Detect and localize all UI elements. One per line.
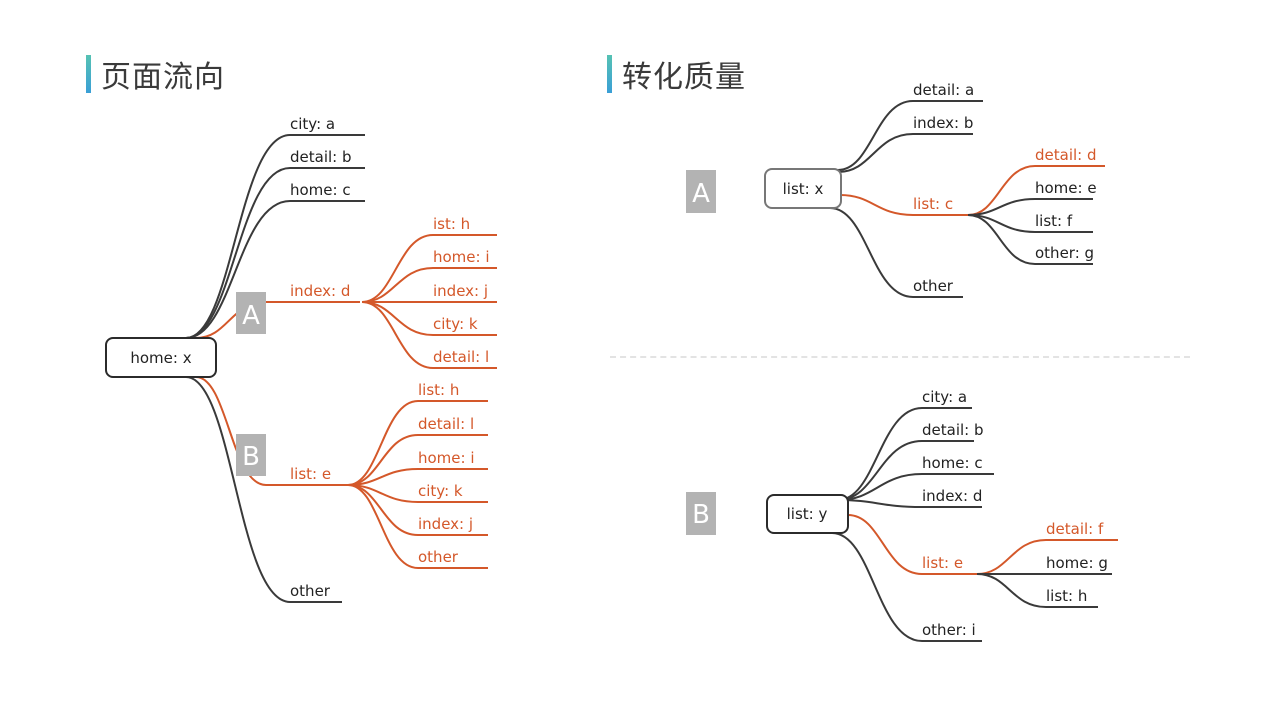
connector-line (195, 376, 348, 486)
group-badge-b-label: B (692, 500, 710, 530)
group-badge-a-label: A (242, 301, 260, 331)
connector-line (967, 165, 1105, 216)
root-node-label: home: x (130, 349, 191, 367)
connector-line (976, 539, 1118, 575)
group-badge-a-label: A (692, 179, 710, 209)
leaf-label: other (418, 548, 459, 566)
connector-line (185, 134, 365, 339)
branch-label: index: d (922, 487, 982, 505)
branch-label: detail: b (290, 148, 352, 166)
leaf-label: home: g (1046, 554, 1108, 572)
root-node-box (105, 337, 217, 378)
connector-line (185, 167, 365, 339)
title-accent-bar (86, 55, 91, 93)
connector-line (361, 234, 497, 303)
title-text: 页面流向 (101, 60, 225, 95)
leaf-label: list: h (1046, 587, 1087, 605)
connector-line (347, 400, 488, 486)
leaf-label: detail: l (433, 348, 489, 366)
connector-line (837, 407, 972, 501)
root-node-box (764, 168, 842, 209)
section-divider (610, 356, 1190, 358)
left-tree-labels: home: x city: a detail: b home: c A inde… (105, 115, 490, 600)
leaf-label: detail: l (418, 415, 474, 433)
branch-label-other: other (913, 277, 954, 295)
connector-line (837, 499, 982, 508)
right-section-title: 转化质量 (607, 54, 746, 95)
leaf-label: city: k (433, 315, 478, 333)
connector-line (347, 468, 488, 486)
branch-label-list-e: list: e (290, 465, 331, 483)
root-node-label: list: y (787, 505, 828, 523)
connector-line (347, 484, 488, 569)
leaf-label: index: j (433, 282, 488, 300)
leaf-label: home: e (1035, 179, 1097, 197)
leaf-label: home: i (433, 248, 490, 266)
root-node-label: list: x (783, 180, 824, 198)
right-tree-a-labels: A list: x detail: a index: b list: c det… (686, 81, 1097, 295)
branch-label-list-e: list: e (922, 554, 963, 572)
connector-line (839, 194, 968, 216)
connector-line (185, 376, 342, 603)
connector-line (837, 440, 974, 501)
connector-line (837, 100, 983, 171)
leaf-label: detail: f (1046, 520, 1104, 538)
branch-label: home: c (922, 454, 983, 472)
left-tree: home: x city: a detail: b home: c A inde… (105, 115, 497, 603)
connector-line (837, 133, 973, 173)
branch-label: index: b (913, 114, 973, 132)
leaf-label: index: j (418, 515, 473, 533)
leaf-label: ist: h (433, 215, 470, 233)
leaf-label: list: f (1035, 212, 1073, 230)
branch-label: detail: b (922, 421, 984, 439)
leaf-label: home: i (418, 449, 475, 467)
leaf-label: city: k (418, 482, 463, 500)
branch-label-other: other (290, 582, 331, 600)
leaf-label: list: h (418, 381, 459, 399)
connector-line (967, 198, 1093, 216)
connector-line (976, 573, 1098, 608)
branch-label: home: c (290, 181, 351, 199)
connector-line (837, 473, 994, 501)
connector-line (361, 301, 497, 336)
branch-label: city: a (290, 115, 335, 133)
root-node-box (766, 494, 849, 534)
leaf-label: detail: d (1035, 146, 1097, 164)
connector-line (347, 434, 488, 486)
left-section-title: 页面流向 (86, 54, 225, 95)
title-text: 转化质量 (622, 60, 746, 95)
group-badge-b (686, 492, 716, 535)
connector-line (967, 214, 1093, 265)
branch-label: detail: a (913, 81, 974, 99)
group-badge-a (686, 170, 716, 213)
group-badge-b (236, 434, 266, 476)
leaf-label: other: g (1035, 244, 1094, 262)
connector-line (831, 532, 982, 642)
connector-line (185, 200, 365, 339)
branch-label-index-d: index: d (290, 282, 350, 300)
right-tree-a-edges (829, 100, 1105, 298)
connector-line (847, 514, 977, 575)
left-tree-edges (185, 134, 497, 603)
right-tree-b-edges (831, 407, 1118, 642)
connector-line (829, 207, 963, 298)
connector-line (347, 484, 488, 503)
right-tree-b-labels: B list: y city: a detail: b home: c inde… (686, 388, 1108, 639)
title-accent-bar (607, 55, 612, 93)
branch-label-other: other: i (922, 621, 976, 639)
group-badge-b-label: B (242, 442, 260, 472)
connector-line (967, 214, 1093, 233)
branch-label: city: a (922, 388, 967, 406)
connector-line (361, 301, 497, 369)
group-badge-a (236, 292, 266, 334)
right-tree-a: A list: x detail: a index: b list: c det… (686, 81, 1105, 298)
branch-label-list-c: list: c (913, 195, 953, 213)
connector-line (361, 267, 497, 303)
right-tree-b: B list: y city: a detail: b home: c inde… (686, 388, 1118, 642)
